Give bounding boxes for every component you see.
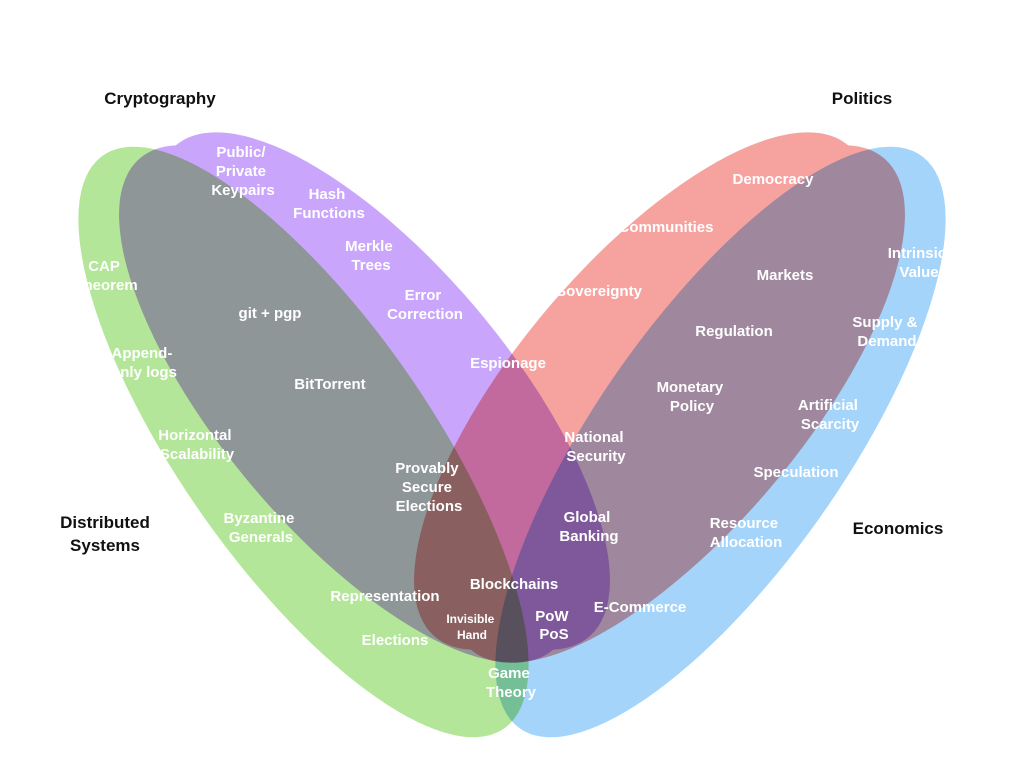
- item-hash-functions: Hash Functions: [293, 186, 365, 222]
- item-e-commerce: E-Commerce: [594, 599, 687, 616]
- label-distributed-systems-line2: Systems: [70, 536, 140, 555]
- item-keypairs: Public/ Private Keypairs: [211, 144, 274, 199]
- item-cap-theorem: CAP Theorem: [74, 258, 137, 294]
- item-game-theory: Game Theory: [486, 665, 537, 701]
- item-monetary-policy: Monetary Policy: [657, 379, 728, 415]
- item-communities: Communities: [618, 219, 713, 236]
- item-pow-pos: PoW PoS: [535, 608, 573, 643]
- items: Public/ Private Keypairs Hash Functions …: [74, 144, 951, 701]
- item-representation: Representation: [330, 588, 439, 605]
- item-merkle-trees: Merkle Trees: [345, 238, 397, 274]
- item-national-security: National Security: [564, 429, 627, 465]
- item-error-correction: Error Correction: [387, 287, 463, 323]
- label-politics: Politics: [832, 89, 892, 108]
- label-cryptography: Cryptography: [104, 89, 216, 108]
- item-append-only-logs: Append- only logs: [111, 345, 177, 381]
- item-artificial-scarcity: Artificial Scarcity: [798, 397, 862, 433]
- item-provably-secure-elections: Provably Secure Elections: [395, 460, 463, 515]
- item-sovereignty: Sovereignty: [556, 283, 643, 300]
- set-ellipses: [78, 132, 946, 738]
- set-labels: Cryptography Politics Distributed System…: [60, 89, 943, 555]
- item-byzantine-generals: Byzantine Generals: [223, 510, 298, 546]
- item-intrinsic-value: Intrinsic Value: [888, 245, 951, 281]
- item-democracy: Democracy: [733, 171, 815, 188]
- item-global-banking: Global Banking: [559, 509, 618, 545]
- item-blockchains: Blockchains: [470, 576, 558, 593]
- item-espionage: Espionage: [470, 355, 546, 372]
- item-regulation: Regulation: [695, 323, 773, 340]
- item-markets: Markets: [757, 267, 814, 284]
- label-economics: Economics: [853, 519, 944, 538]
- item-speculation: Speculation: [753, 464, 838, 481]
- ellipse-economics: [495, 146, 946, 738]
- item-invisible-hand: Invisible Hand: [446, 612, 497, 642]
- item-horizontal-scalability: Horizontal Scalability: [158, 427, 236, 463]
- item-git-pgp: git + pgp: [239, 305, 302, 322]
- item-resource-allocation: Resource Allocation: [710, 515, 783, 551]
- item-bittorrent: BitTorrent: [294, 376, 365, 393]
- label-distributed-systems: Distributed: [60, 513, 150, 532]
- item-elections: Elections: [362, 632, 429, 649]
- item-supply-demand: Supply & Demand: [852, 314, 921, 350]
